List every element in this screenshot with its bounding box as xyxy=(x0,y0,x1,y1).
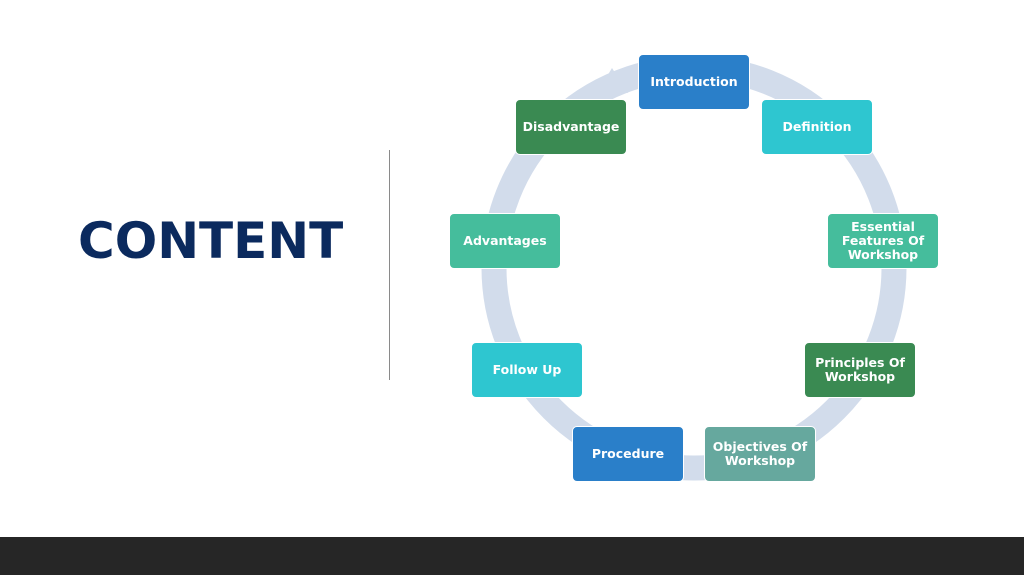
slide-title: CONTENT xyxy=(78,212,344,270)
cycle-node-advantages: Advantages xyxy=(449,213,561,269)
footer-bar xyxy=(0,537,1024,575)
cycle-arrowhead-icon xyxy=(600,68,628,93)
cycle-node-introduction: Introduction xyxy=(638,54,750,110)
cycle-node-essential-features-of-workshop: Essential Features Of Workshop xyxy=(827,213,939,269)
cycle-node-definition: Definition xyxy=(761,99,873,155)
cycle-node-principles-of-workshop: Principles Of Workshop xyxy=(804,342,916,398)
cycle-node-procedure: Procedure xyxy=(572,426,684,482)
cycle-node-objectives-of-workshop: Objectives Of Workshop xyxy=(704,426,816,482)
cycle-node-follow-up: Follow Up xyxy=(471,342,583,398)
vertical-divider xyxy=(389,150,390,380)
cycle-node-disadvantage: Disadvantage xyxy=(515,99,627,155)
